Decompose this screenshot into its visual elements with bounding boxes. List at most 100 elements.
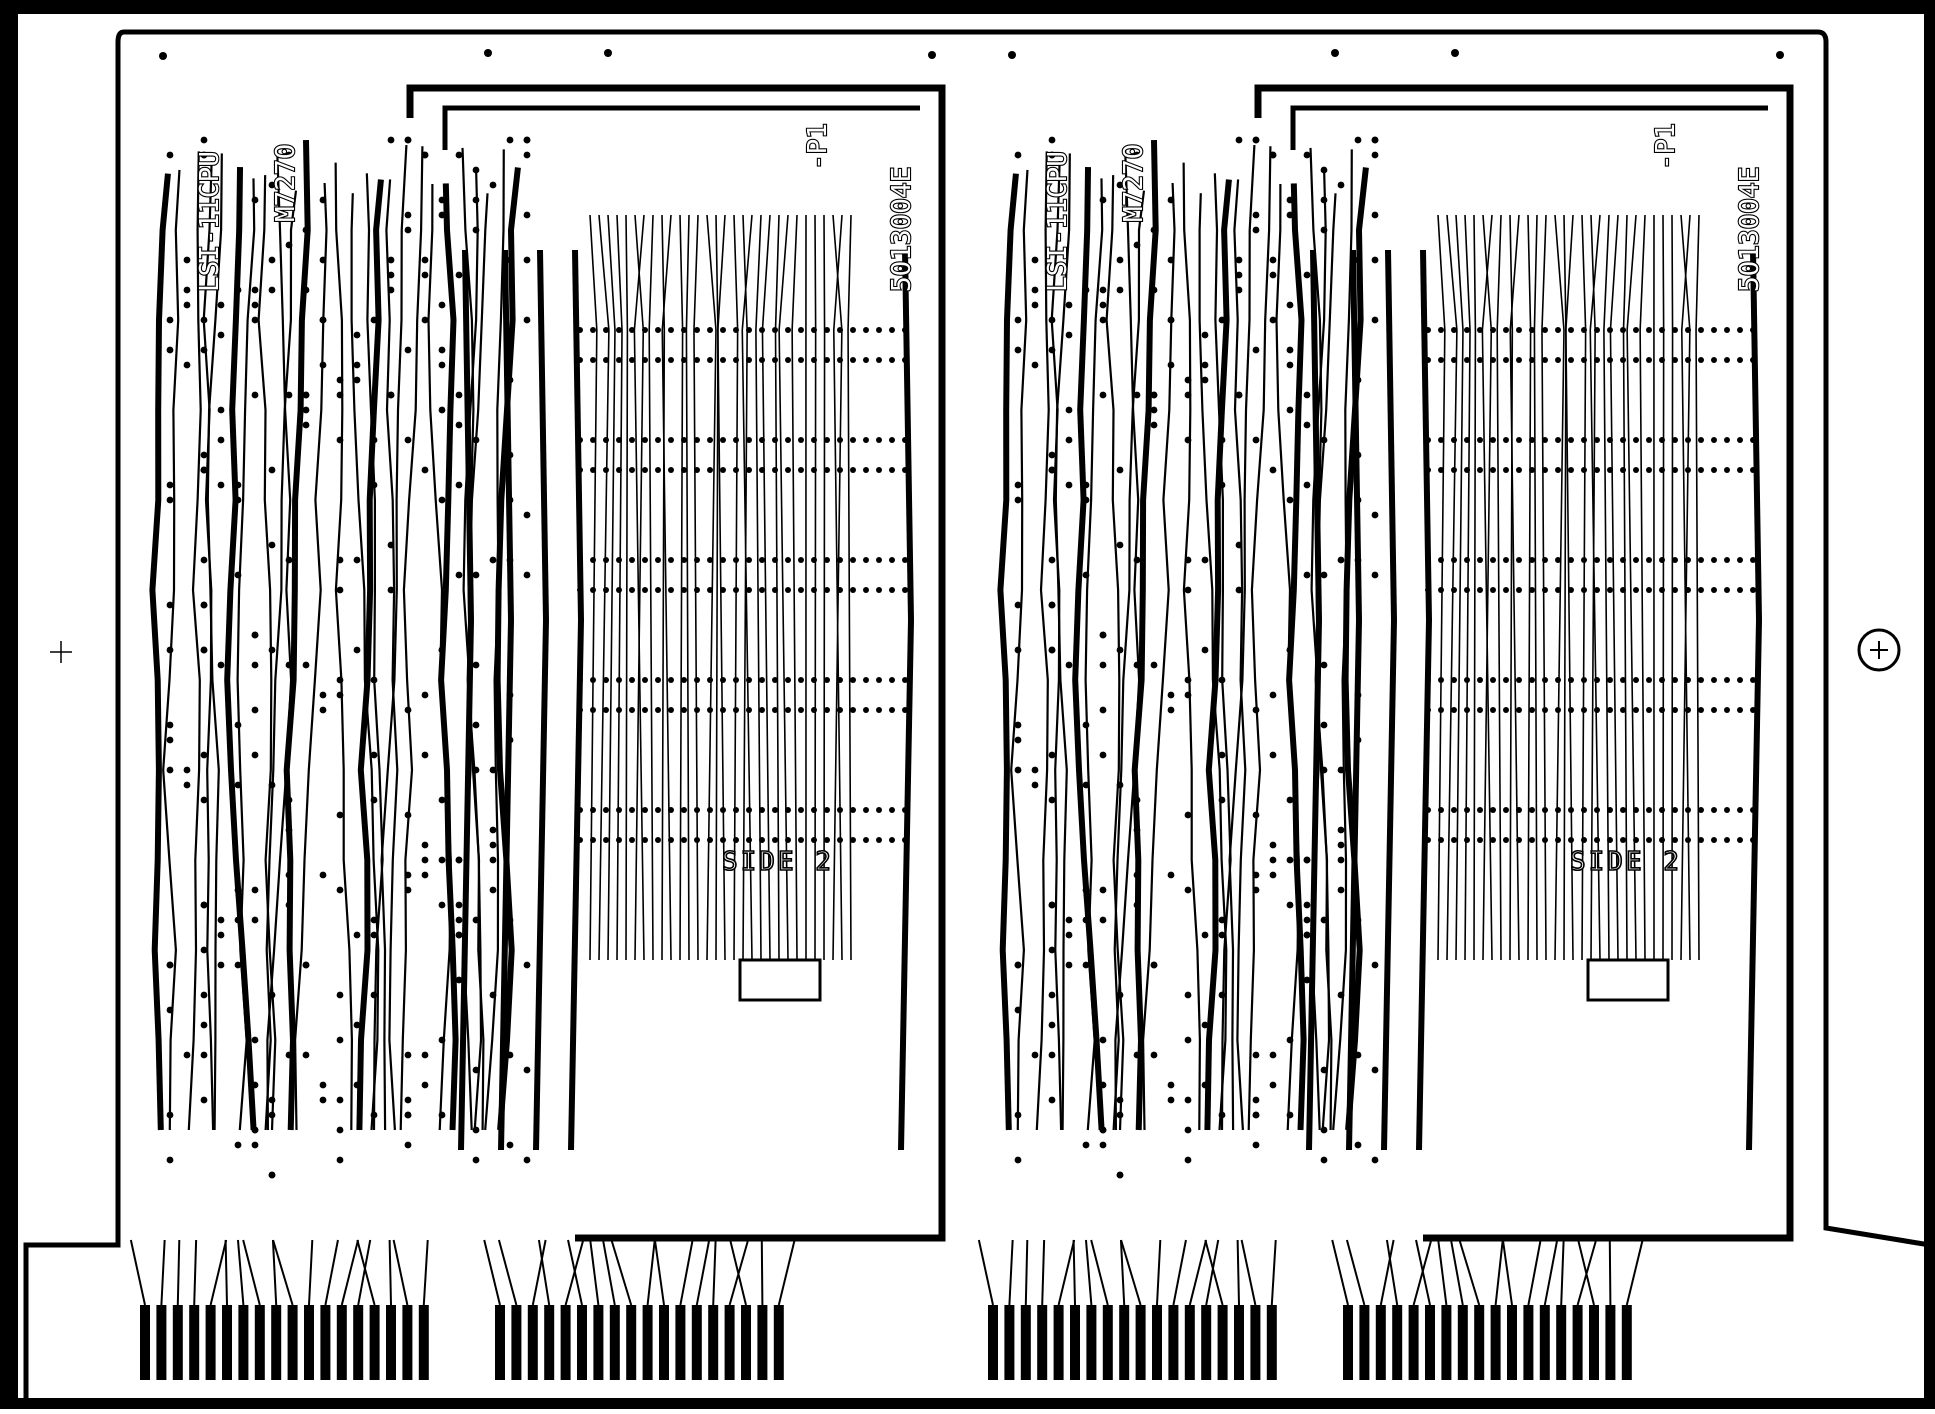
pad xyxy=(1724,677,1730,683)
pad xyxy=(1438,807,1444,813)
pad xyxy=(642,677,648,683)
pad xyxy=(603,587,609,593)
via xyxy=(371,917,378,924)
pad xyxy=(1581,357,1587,363)
via xyxy=(337,992,344,999)
signal-trace xyxy=(686,215,689,960)
pad xyxy=(694,327,700,333)
via xyxy=(201,992,208,999)
pad xyxy=(1516,557,1522,563)
finger-trace xyxy=(309,1240,312,1305)
outer-frame-left xyxy=(0,0,18,1409)
pad xyxy=(707,837,713,843)
via xyxy=(1049,602,1056,609)
via xyxy=(1270,752,1277,759)
pad xyxy=(1737,707,1743,713)
finger-left xyxy=(1021,1305,1031,1380)
via xyxy=(218,917,225,924)
via xyxy=(1185,1097,1192,1104)
via xyxy=(524,317,531,324)
via xyxy=(218,482,225,489)
via xyxy=(1134,392,1141,399)
via xyxy=(1066,932,1073,939)
via xyxy=(201,602,208,609)
pad xyxy=(746,467,752,473)
finger-trace xyxy=(603,1240,615,1305)
pad xyxy=(1724,437,1730,443)
pad xyxy=(733,357,739,363)
pad xyxy=(1607,357,1613,363)
pad xyxy=(681,467,687,473)
via xyxy=(1066,962,1073,969)
via xyxy=(473,572,480,579)
via xyxy=(439,212,446,219)
pad xyxy=(1464,807,1470,813)
via xyxy=(405,1052,412,1059)
pad xyxy=(1620,837,1626,843)
finger-left xyxy=(1037,1305,1047,1380)
via xyxy=(1219,917,1226,924)
pad xyxy=(824,357,830,363)
pad xyxy=(681,587,687,593)
via xyxy=(1066,662,1073,669)
via xyxy=(167,602,174,609)
pad xyxy=(1542,437,1548,443)
bus-trace xyxy=(536,250,546,1150)
via xyxy=(439,497,446,504)
via xyxy=(1355,917,1362,924)
via xyxy=(456,572,463,579)
pad xyxy=(1724,837,1730,843)
pad xyxy=(1529,327,1535,333)
via xyxy=(1117,542,1124,549)
pad xyxy=(837,837,843,843)
via xyxy=(218,932,225,939)
pad xyxy=(1464,327,1470,333)
pad xyxy=(1425,707,1431,713)
pad xyxy=(642,807,648,813)
via xyxy=(1270,842,1277,849)
via xyxy=(337,692,344,699)
pad xyxy=(1464,467,1470,473)
via xyxy=(201,797,208,804)
finger-trace xyxy=(238,1240,243,1305)
via xyxy=(490,842,497,849)
finger-trace xyxy=(1503,1240,1512,1305)
pad xyxy=(590,437,596,443)
pad xyxy=(642,327,648,333)
via xyxy=(1134,1052,1141,1059)
pad xyxy=(1750,437,1756,443)
via xyxy=(422,1052,429,1059)
via xyxy=(167,647,174,654)
pad xyxy=(1672,357,1678,363)
pad xyxy=(577,557,583,563)
via xyxy=(439,302,446,309)
pad xyxy=(772,677,778,683)
bus-trace xyxy=(1309,250,1319,1150)
via xyxy=(1287,407,1294,414)
via xyxy=(1134,557,1141,564)
pad xyxy=(1698,677,1704,683)
finger-trace xyxy=(1086,1240,1091,1305)
pad xyxy=(1750,467,1756,473)
pad xyxy=(1490,677,1496,683)
via xyxy=(1236,137,1243,144)
via xyxy=(1253,812,1260,819)
pad xyxy=(590,707,596,713)
via xyxy=(422,272,429,279)
pad xyxy=(837,587,843,593)
pad xyxy=(629,437,635,443)
via xyxy=(1168,1082,1175,1089)
pad xyxy=(785,557,791,563)
via xyxy=(371,1112,378,1119)
via xyxy=(269,287,276,294)
via xyxy=(1372,152,1379,159)
via xyxy=(303,227,310,234)
pad xyxy=(720,327,726,333)
pad xyxy=(642,707,648,713)
pad xyxy=(1438,557,1444,563)
finger-left xyxy=(1054,1305,1064,1380)
pad xyxy=(1633,437,1639,443)
signal-trace xyxy=(649,215,653,960)
pad xyxy=(590,467,596,473)
via xyxy=(337,812,344,819)
